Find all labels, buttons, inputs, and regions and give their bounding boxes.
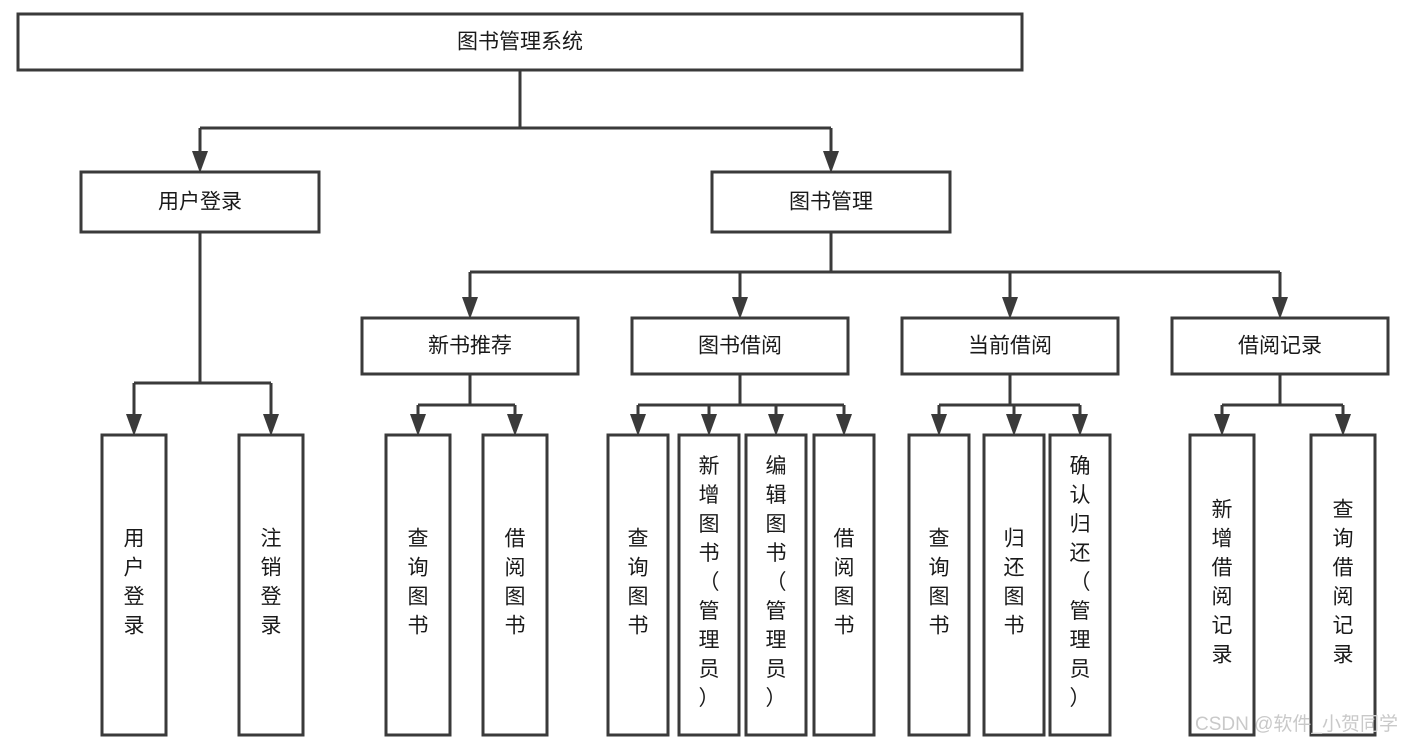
arrow-head-icon bbox=[1214, 414, 1230, 436]
node-leaf-logout[interactable]: 注销登录 bbox=[237, 433, 305, 737]
arrow-head-icon bbox=[768, 414, 784, 436]
node-label-undefined: 图书管理系统 bbox=[457, 31, 583, 54]
node-label-user-login: 用户登录 bbox=[158, 191, 242, 214]
node-label-new-book-recommend: 新书推荐 bbox=[428, 335, 512, 358]
node-book-manage[interactable]: 图书管理 bbox=[710, 170, 952, 234]
node-label-leaf-query-book-cur: 查询图书 bbox=[929, 528, 950, 638]
connectors-layer bbox=[126, 70, 1351, 436]
arrow-head-icon bbox=[462, 297, 478, 319]
arrow-head-icon bbox=[732, 297, 748, 319]
node-undefined[interactable]: 图书管理系统 bbox=[16, 12, 1024, 72]
arrow-head-icon bbox=[630, 414, 646, 436]
node-leaf-borrow-book-rec[interactable]: 借阅图书 bbox=[481, 433, 549, 737]
node-user-login[interactable]: 用户登录 bbox=[79, 170, 321, 234]
node-new-book-recommend[interactable]: 新书推荐 bbox=[360, 316, 580, 376]
arrow-head-icon bbox=[1006, 414, 1022, 436]
node-label-book-manage: 图书管理 bbox=[789, 191, 873, 214]
boxes-layer: 图书管理系统用户登录图书管理新书推荐图书借阅当前借阅借阅记录用户登录注销登录查询… bbox=[16, 12, 1390, 737]
arrow-head-icon bbox=[1272, 297, 1288, 319]
node-leaf-query-record[interactable]: 查询借阅记录 bbox=[1309, 433, 1377, 737]
node-label-leaf-return-book: 归还图书 bbox=[1004, 528, 1025, 638]
node-leaf-query-book-rec[interactable]: 查询图书 bbox=[384, 433, 452, 737]
arrow-head-icon bbox=[192, 151, 208, 173]
node-label-leaf-query-book-borrow: 查询图书 bbox=[628, 528, 649, 638]
node-leaf-add-record[interactable]: 新增借阅记录 bbox=[1188, 433, 1256, 737]
node-label-leaf-borrow-book-rec: 借阅图书 bbox=[505, 528, 526, 638]
arrow-head-icon bbox=[507, 414, 523, 436]
node-label-leaf-user-login: 用户登录 bbox=[124, 528, 145, 638]
node-current-borrow[interactable]: 当前借阅 bbox=[900, 316, 1120, 376]
node-leaf-add-book[interactable]: 新增图书（管理员） bbox=[677, 433, 741, 737]
arrow-head-icon bbox=[931, 414, 947, 436]
node-leaf-user-login[interactable]: 用户登录 bbox=[100, 433, 168, 737]
watermark-label: CSDN @软件_小贺同学 bbox=[1195, 713, 1398, 735]
arrow-head-icon bbox=[836, 414, 852, 436]
node-label-current-borrow: 当前借阅 bbox=[968, 335, 1052, 358]
arrow-head-icon bbox=[126, 414, 142, 436]
arrow-head-icon bbox=[1002, 297, 1018, 319]
node-borrow-record[interactable]: 借阅记录 bbox=[1170, 316, 1390, 376]
node-label-leaf-confirm-return: 确认归还（管理员） bbox=[1070, 455, 1091, 710]
node-label-book-borrow: 图书借阅 bbox=[698, 335, 782, 358]
arrow-head-icon bbox=[823, 151, 839, 173]
node-leaf-borrow-book[interactable]: 借阅图书 bbox=[812, 433, 876, 737]
arrow-head-icon bbox=[1072, 414, 1088, 436]
node-label-leaf-query-book-rec: 查询图书 bbox=[408, 528, 429, 638]
node-label-leaf-edit-book: 编辑图书（管理员） bbox=[766, 455, 787, 710]
arrow-head-icon bbox=[410, 414, 426, 436]
node-label-leaf-add-record: 新增借阅记录 bbox=[1212, 499, 1233, 667]
node-leaf-return-book[interactable]: 归还图书 bbox=[982, 433, 1046, 737]
node-label-leaf-logout: 注销登录 bbox=[261, 528, 282, 638]
arrow-head-icon bbox=[701, 414, 717, 436]
node-label-borrow-record: 借阅记录 bbox=[1238, 335, 1322, 358]
node-leaf-query-book-cur[interactable]: 查询图书 bbox=[907, 433, 971, 737]
node-book-borrow[interactable]: 图书借阅 bbox=[630, 316, 850, 376]
node-leaf-edit-book[interactable]: 编辑图书（管理员） bbox=[744, 433, 808, 737]
node-leaf-confirm-return[interactable]: 确认归还（管理员） bbox=[1048, 433, 1112, 737]
node-leaf-query-book-borrow[interactable]: 查询图书 bbox=[606, 433, 670, 737]
node-label-leaf-query-record: 查询借阅记录 bbox=[1333, 499, 1354, 667]
arrow-head-icon bbox=[263, 414, 279, 436]
node-label-leaf-borrow-book: 借阅图书 bbox=[834, 528, 855, 638]
node-label-leaf-add-book: 新增图书（管理员） bbox=[699, 455, 720, 710]
arrow-head-icon bbox=[1335, 414, 1351, 436]
